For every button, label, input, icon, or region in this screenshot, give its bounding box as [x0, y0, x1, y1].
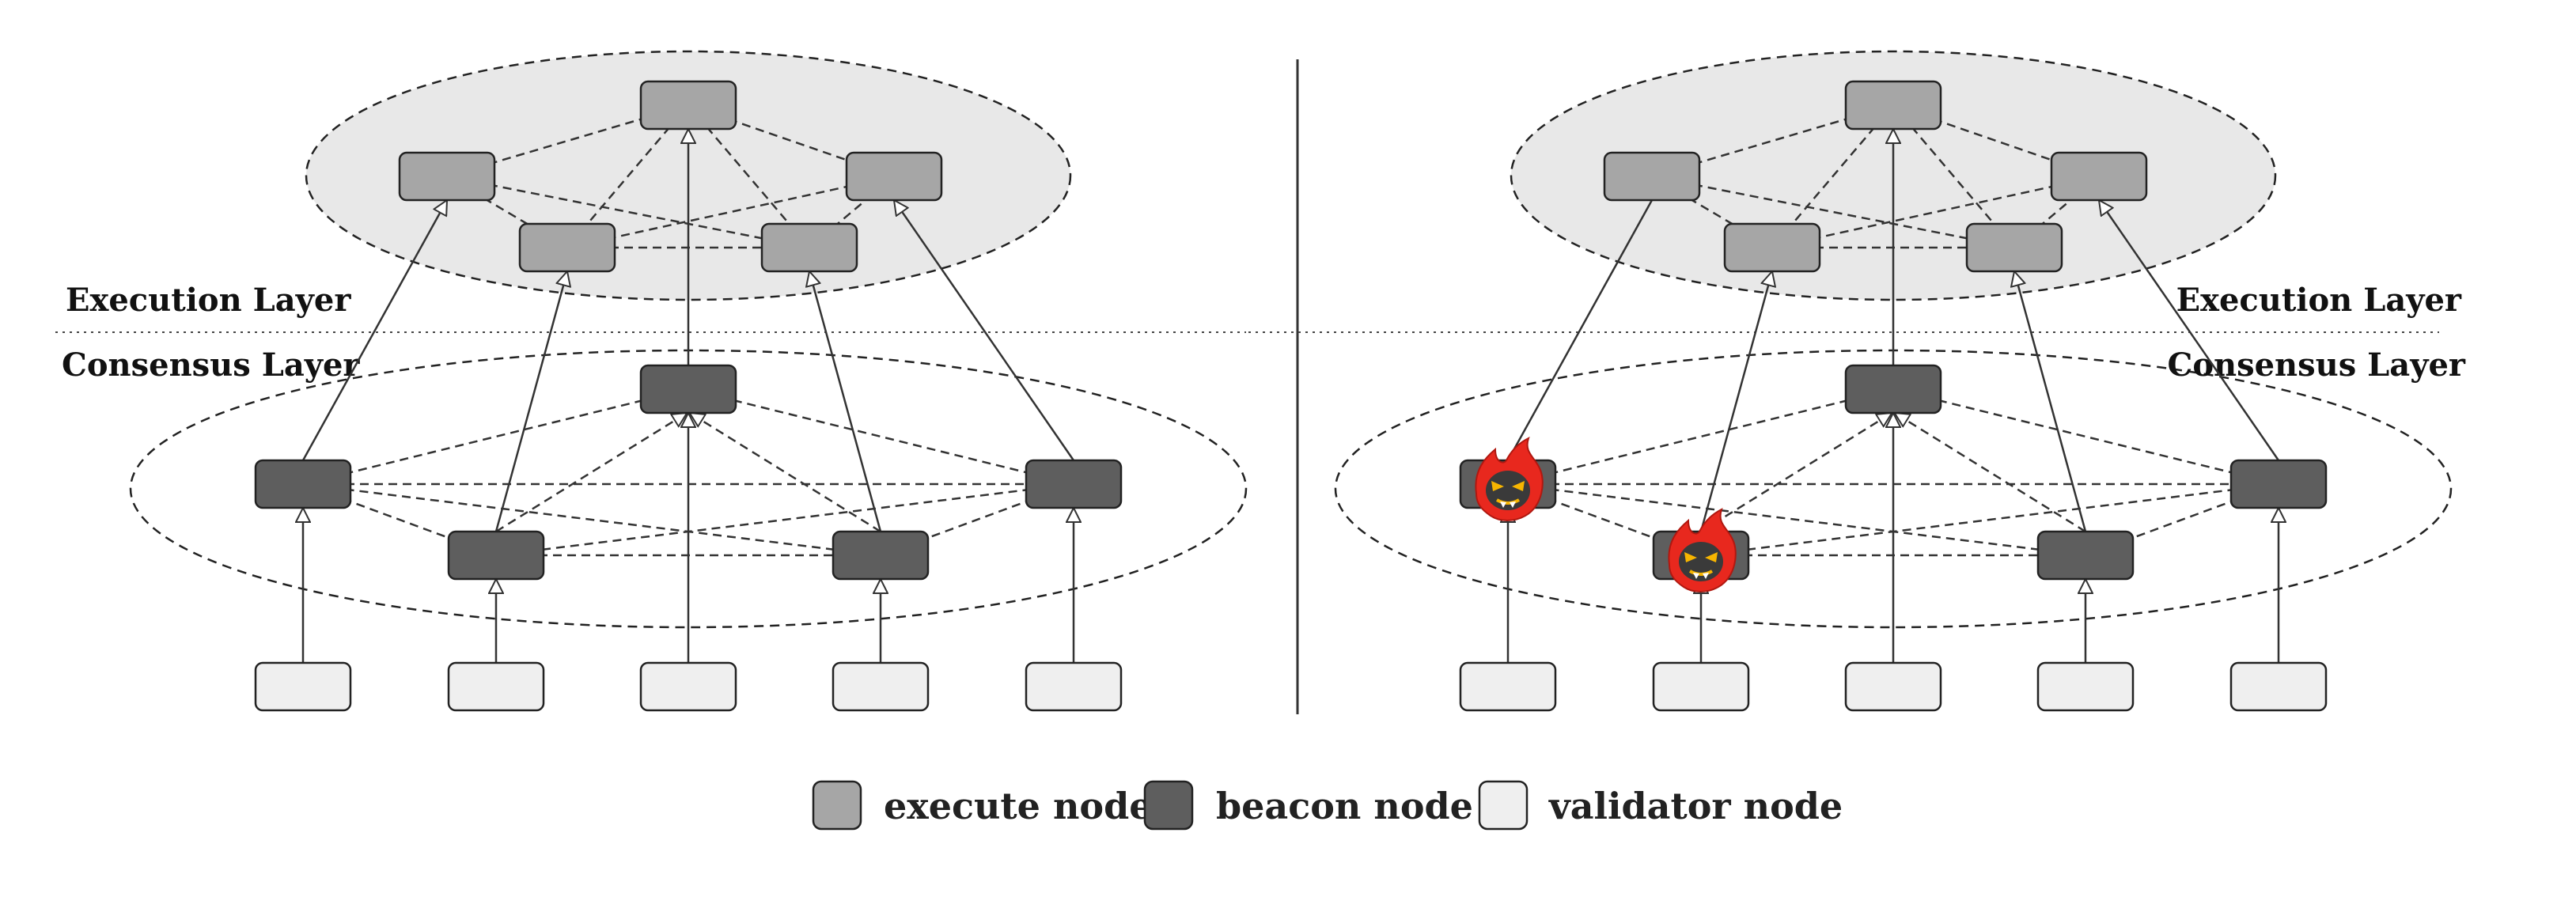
- beacon-peer-link: [1700, 413, 1892, 533]
- mouth: [1496, 498, 1520, 505]
- execute-node: [1965, 222, 2063, 273]
- beacon-to-execute-link: [894, 200, 1075, 461]
- beacon-peer-link: [302, 388, 689, 486]
- execute-node: [2050, 151, 2148, 202]
- beacon-to-execute-link: [494, 271, 567, 532]
- execution-peer-link: [1651, 175, 2015, 249]
- beacon-node: [1844, 364, 1942, 414]
- validator-node: [1459, 661, 1557, 712]
- right-fang: [1510, 501, 1516, 508]
- legend-label-validator: validator node: [1548, 785, 1843, 827]
- beacon-peer-link: [495, 483, 1074, 557]
- legend-swatch-execute: [812, 780, 862, 831]
- execute-node: [398, 151, 496, 202]
- execute-node: [845, 151, 943, 202]
- legend-label-beacon: beacon node: [1216, 785, 1473, 827]
- beacon-peer-link: [1507, 388, 1894, 486]
- validator-node: [254, 661, 352, 712]
- execute-node: [1723, 222, 1821, 273]
- beacon-peer-link: [690, 413, 881, 533]
- beacon-to-execute-link: [2014, 271, 2087, 532]
- beacon-to-execute-link: [1699, 271, 1772, 532]
- beacon-node: [2036, 530, 2135, 581]
- execute-node: [760, 222, 858, 273]
- execution-peer-link: [446, 175, 810, 249]
- beacon-node: [639, 364, 737, 414]
- beacon-node: [254, 459, 352, 509]
- execute-node: [1844, 80, 1942, 131]
- beacon-node: [447, 530, 545, 581]
- validator-node: [832, 661, 930, 712]
- left-fang: [1693, 573, 1699, 579]
- beacon-node: [1025, 459, 1123, 509]
- beacon-node: [832, 530, 930, 581]
- execute-node: [1603, 151, 1701, 202]
- right-eye: [1512, 481, 1525, 491]
- execution-layer-label: Execution Layer: [2176, 282, 2462, 319]
- beacon-peer-link: [1507, 483, 2086, 557]
- legend: execute node beacon node validator node: [812, 780, 1843, 831]
- execute-node: [639, 80, 737, 131]
- beacon-to-execute-link: [1506, 199, 1654, 461]
- execution-peer-link: [566, 175, 895, 249]
- legend-swatch-beacon: [1143, 780, 1194, 831]
- validator-node: [639, 661, 737, 712]
- beacon-to-execute-link: [809, 271, 882, 532]
- beacon-peer-link: [1892, 388, 2279, 486]
- validator-node: [1025, 661, 1123, 712]
- angry-flame-icon: [1475, 437, 1544, 521]
- beacon-peer-link: [1895, 413, 2086, 533]
- right-eye: [1705, 552, 1718, 562]
- beacon-to-execute-link: [301, 200, 449, 461]
- beacon-to-execute-link: [2099, 200, 2280, 461]
- validator-node: [2036, 661, 2135, 712]
- left-eye: [1684, 552, 1697, 562]
- execute-node: [518, 222, 616, 273]
- legend-label-execute: execute node: [884, 785, 1153, 827]
- angry-flame-icon: [1668, 508, 1737, 592]
- beacon-peer-link: [495, 413, 687, 533]
- consensus-layer-label: Consensus Layer: [2167, 346, 2465, 384]
- validator-node: [1844, 661, 1942, 712]
- execution-peer-link: [1771, 175, 2100, 249]
- validator-node: [1652, 661, 1750, 712]
- mouth: [1689, 570, 1713, 576]
- beacon-node: [2229, 459, 2328, 509]
- right-fang: [1703, 573, 1709, 579]
- beacon-peer-link: [1700, 483, 2279, 557]
- left-eye: [1491, 481, 1504, 491]
- validator-node: [447, 661, 545, 712]
- execution-layer-label: Execution Layer: [66, 282, 351, 319]
- legend-swatch-validator: [1478, 780, 1529, 831]
- validator-node: [2229, 661, 2328, 712]
- beacon-peer-link: [302, 483, 881, 557]
- beacon-peer-link: [688, 388, 1074, 486]
- consensus-layer-label: Consensus Layer: [62, 346, 360, 384]
- left-fang: [1500, 501, 1506, 508]
